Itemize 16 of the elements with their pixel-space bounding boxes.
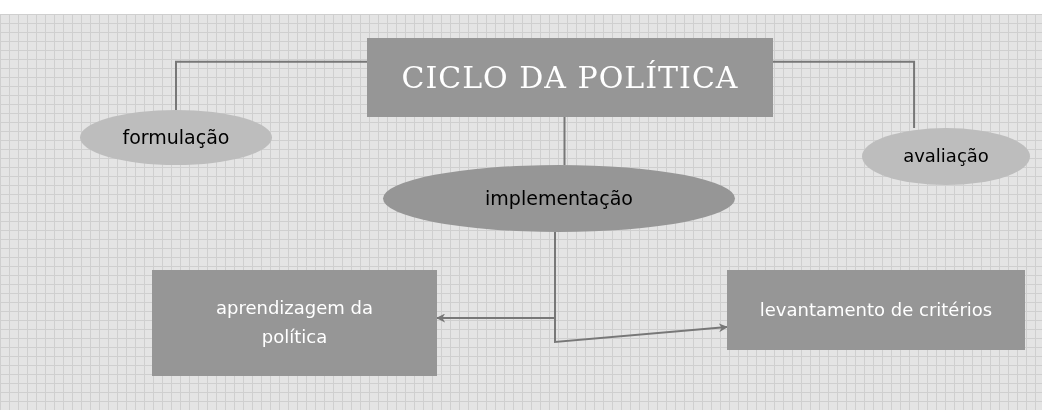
process-box: [727, 270, 1025, 350]
node-label: avaliação: [903, 144, 989, 169]
node-label: aprendizagem da política: [214, 296, 375, 349]
node-label: levantamento de critérios: [759, 297, 993, 322]
title-box: [367, 38, 773, 117]
process-ellipse: [383, 165, 735, 232]
connector-line: [563, 116, 566, 166]
process-box: [152, 270, 437, 376]
title-text: CICLO DA POLÍTICA: [401, 58, 739, 97]
node-label: implementação: [485, 186, 633, 212]
connector-line: [772, 60, 916, 129]
node-label: formulação: [122, 125, 230, 151]
arrow: [554, 231, 728, 344]
connector-line: [175, 60, 368, 111]
process-ellipse: [80, 110, 272, 165]
process-ellipse: [862, 128, 1030, 185]
